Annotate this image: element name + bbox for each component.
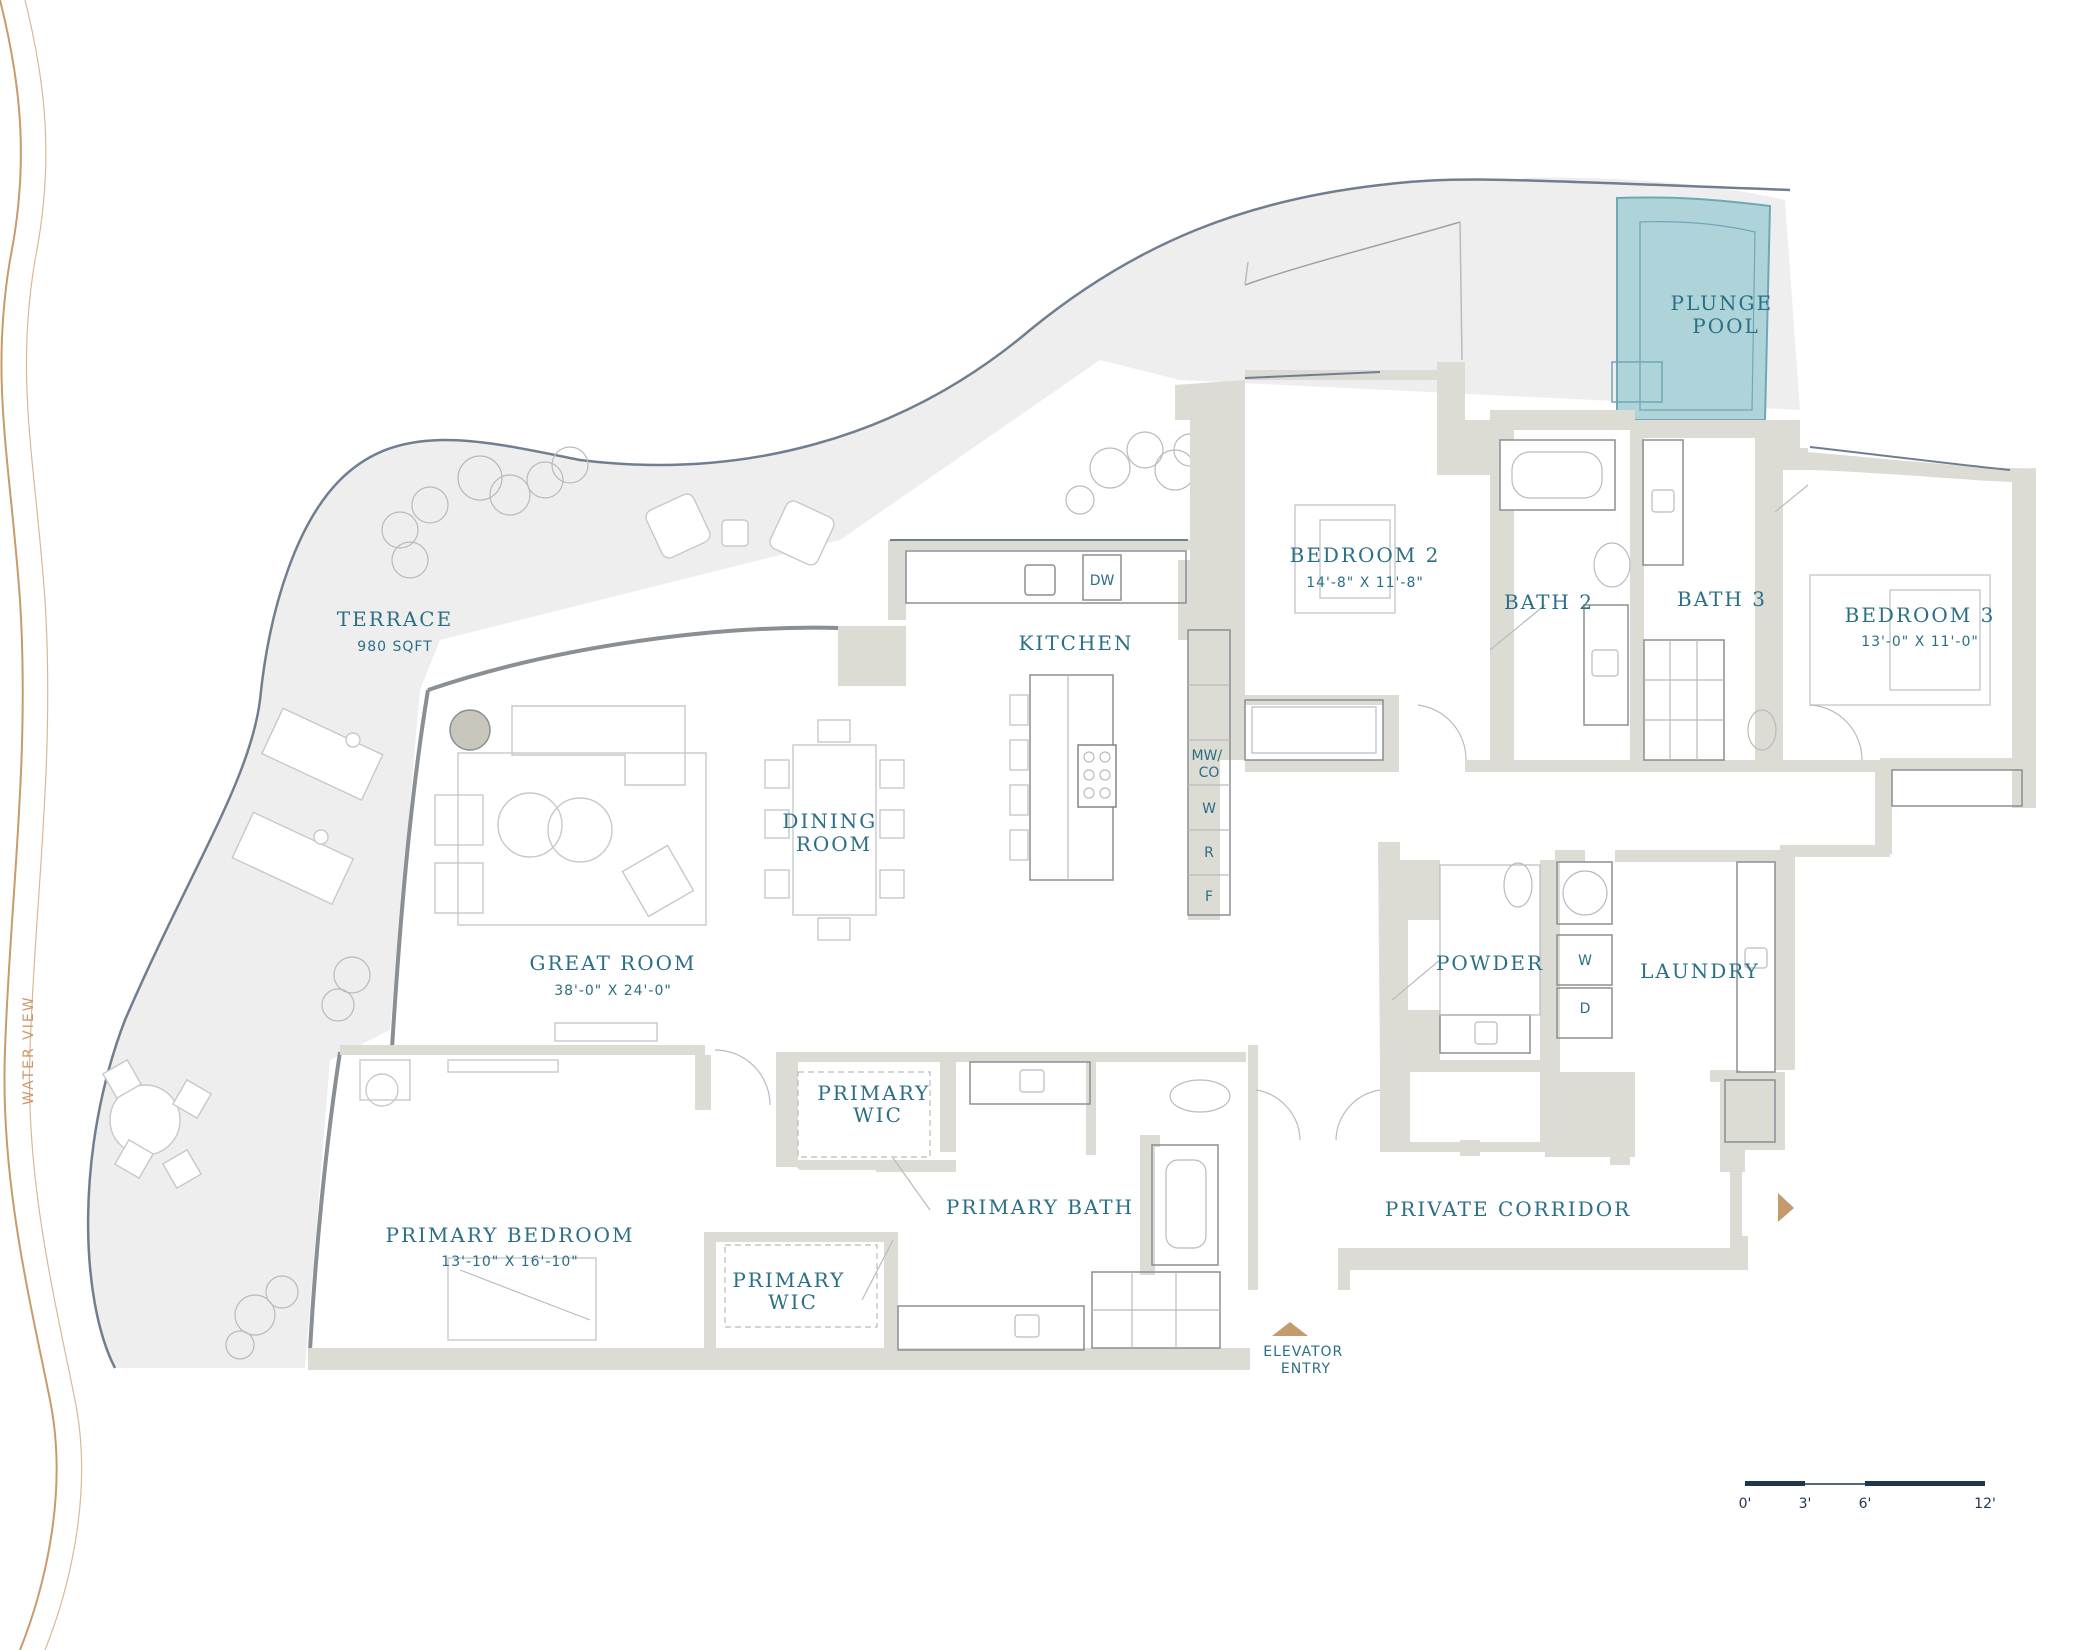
terrace-edge	[86, 178, 1791, 1369]
bedroom3-label: BEDROOM 3	[1845, 603, 1996, 627]
terrace-label: TERRACE	[337, 607, 453, 631]
linework	[359, 371, 2023, 1351]
bedroom2-label: BEDROOM 2	[1290, 543, 1441, 567]
great-room-label: GREAT ROOM	[529, 951, 696, 975]
freezer-label: F	[1205, 889, 1213, 905]
scale-label-0: 0'	[1739, 1496, 1752, 1512]
dining-room-label: DINING ROOM	[782, 809, 885, 856]
microwave-oven-label: MW/ CO	[1191, 748, 1226, 781]
refrigerator-label: R	[1204, 845, 1214, 861]
wine-fridge-label: W	[1202, 801, 1216, 817]
plunge-pool-label: PLUNGE POOL	[1671, 291, 1782, 338]
primary-wic-1-label: PRIMARY WIC	[817, 1081, 938, 1127]
kitchen-label: KITCHEN	[1018, 631, 1133, 655]
elevator-entry-label: ELEVATOR ENTRY	[1263, 1344, 1348, 1377]
private-corridor-label: PRIVATE CORRIDOR	[1385, 1197, 1631, 1221]
water-view-label: WATER VIEW	[21, 995, 37, 1105]
terrace-furniture	[101, 493, 835, 1190]
powder-label: POWDER	[1436, 951, 1544, 975]
corridor-entry-marker	[1778, 1193, 1794, 1222]
dryer-label: D	[1580, 1001, 1591, 1017]
scale-bar: 0' 3' 6' 12'	[1739, 1481, 1996, 1512]
terrace-area	[88, 177, 1800, 1368]
primary-bedroom-dim-label: 13'-10" X 16'-10"	[441, 1254, 578, 1270]
bath3-label: BATH 3	[1677, 587, 1767, 611]
plunge-pool	[1616, 196, 1772, 421]
dishwasher-label: DW	[1090, 573, 1115, 589]
terrace-area-label: 980 SQFT	[357, 639, 432, 655]
laundry-label: LAUNDRY	[1640, 959, 1760, 983]
scale-label-3: 3'	[1799, 1496, 1812, 1512]
great-room-dim-label: 38'-0" X 24'-0"	[554, 983, 672, 999]
bedroom3-dim-label: 13'-0" X 11'-0"	[1861, 634, 1979, 650]
primary-bath-label: PRIMARY BATH	[946, 1195, 1134, 1219]
scale-label-12: 12'	[1974, 1496, 1996, 1512]
primary-wic-2-label: PRIMARY WIC	[732, 1268, 853, 1314]
washer-label: W	[1578, 953, 1592, 969]
walls	[308, 362, 2036, 1370]
bath2-label: BATH 2	[1504, 590, 1594, 614]
bedroom2-dim-label: 14'-8" X 11'-8"	[1306, 575, 1424, 591]
elevator-entry-marker	[1272, 1322, 1308, 1336]
shoreline	[0, 0, 83, 1650]
scale-label-6: 6'	[1859, 1496, 1872, 1512]
primary-bedroom-label: PRIMARY BEDROOM	[385, 1223, 634, 1247]
